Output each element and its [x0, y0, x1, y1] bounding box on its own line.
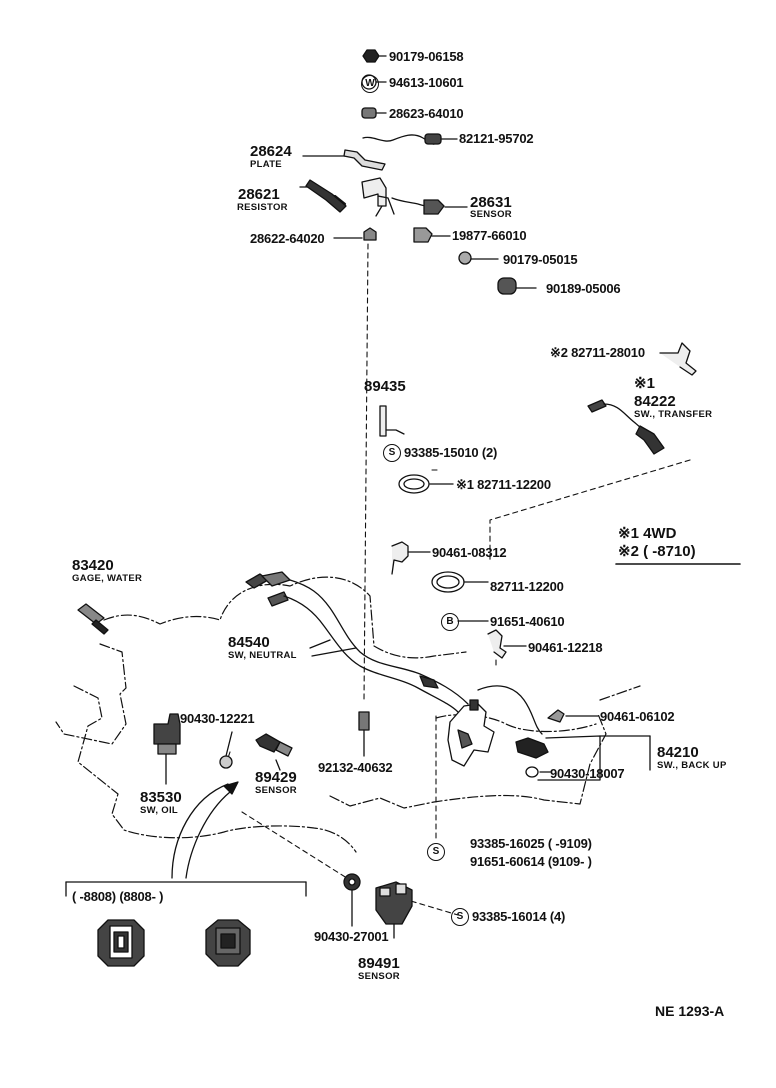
label-28631: 28631 [470, 194, 512, 211]
label-sw-transfer: SW., TRANSFER [634, 409, 713, 420]
label-92132-40632: 92132-40632 [318, 760, 393, 775]
legend-4wd: ※1 4WD [618, 525, 677, 542]
label-28624: 28624 [250, 143, 292, 160]
label-90430-27001: 90430-27001 [314, 929, 389, 944]
label-28622-64020: 28622-64020 [250, 231, 325, 246]
connector-old-icon [97, 919, 145, 967]
sensor-89491-icon [375, 881, 413, 939]
label-84540: 84540 [228, 634, 270, 651]
bolt-b-symbol: B [441, 613, 459, 631]
washer-90430-12221-icon [219, 731, 233, 769]
nut-90179-05015-icon [458, 251, 499, 265]
plate-28624-icon [302, 149, 386, 171]
label-89491: 89491 [358, 955, 400, 972]
label-sensor-89491: SENSOR [358, 971, 400, 982]
clip-19877-66010-icon [413, 227, 451, 243]
screw-s-symbol-2: S [427, 843, 445, 861]
leader-lines [227, 243, 691, 916]
label-90461-08312: 90461-08312 [432, 545, 507, 560]
label-90179-06158: 90179-06158 [389, 49, 464, 64]
resistor-28621-icon [299, 179, 347, 213]
label-gage-water: GAGE, WATER [72, 573, 143, 584]
transfer-switch-84222-icon [587, 399, 665, 455]
label-sw-back-up: SW., BACK UP [657, 760, 727, 771]
neutral-switch-84540-icon [245, 571, 469, 713]
clamp-82711-28010-icon [659, 342, 697, 376]
washer-90430-27001-icon [343, 873, 361, 927]
label-94613-10601: 94613-10601 [389, 75, 464, 90]
label-90430-12221: 90430-12221 [180, 711, 255, 726]
label-sw-oil: SW, OIL [140, 805, 178, 816]
label-89429: 89429 [255, 769, 297, 786]
stud-92132-40632-icon [358, 711, 370, 757]
grommet-28623-64010-icon [361, 107, 387, 119]
oil-switch-83530-icon [153, 713, 181, 785]
nut-90179-06158-icon [362, 49, 387, 63]
label-sensor-89429: SENSOR [255, 785, 297, 796]
label-resistor: RESISTOR [237, 202, 288, 213]
label-82711-28010: ※2 82711-28010 [550, 345, 645, 360]
collar-90189-05006-icon [497, 277, 537, 295]
label-plate: PLATE [250, 159, 282, 170]
label-91651-60614: 91651-60614 (9109- ) [470, 854, 592, 869]
clamp-82711-12200-x1-icon [398, 474, 454, 494]
screw-s-symbol-3: S [451, 908, 469, 926]
label-84210: 84210 [657, 744, 699, 761]
label-89435: 89435 [364, 378, 406, 395]
connector-new-icon [205, 919, 251, 967]
label-28623-64010: 28623-64010 [389, 106, 464, 121]
label-sensor-28631: SENSOR [470, 209, 512, 220]
label-82711-12200: 82711-12200 [490, 579, 564, 594]
label-28621: 28621 [238, 186, 280, 203]
sensor-28631-icon [361, 177, 468, 217]
engine-outline [55, 576, 641, 853]
label-date-box: ( -8808) (8808- ) [72, 889, 164, 904]
label-93385-16025: 93385-16025 ( -9109) [470, 836, 592, 851]
label-93385-15010: 93385-15010 (2) [404, 445, 498, 460]
backup-switch-84210-icon [515, 709, 651, 781]
washer-w-symbol: W [361, 75, 379, 93]
variant-box [65, 881, 307, 897]
transmission-case-icon [447, 685, 543, 767]
water-gage-83420-icon [77, 603, 109, 635]
clip-90461-08312-icon [391, 541, 431, 575]
label-sw-neutral: SW, NEUTRAL [228, 650, 297, 661]
label-90430-18007: 90430-18007 [550, 766, 625, 781]
label-19877-66010: 19877-66010 [452, 228, 527, 243]
legend-date: ※2 ( -8710) [618, 543, 696, 560]
label-83420: 83420 [72, 557, 114, 574]
label-82711-12200-x1: ※1 82711-12200 [456, 477, 551, 492]
label-90189-05006: 90189-05006 [546, 281, 621, 296]
screw-s-symbol-1: S [383, 444, 401, 462]
label-90461-06102: 90461-06102 [600, 709, 675, 724]
label-82121-95702: 82121-95702 [459, 131, 534, 146]
label-83530: 83530 [140, 789, 182, 806]
diagram-reference-code: NE 1293-A [655, 1003, 725, 1019]
bolt-28622-64020-icon [333, 227, 377, 241]
label-93385-16014: 93385-16014 (4) [472, 909, 566, 924]
label-90461-12218: 90461-12218 [528, 640, 603, 655]
pointer-arrow [171, 781, 239, 879]
sensor-89429-icon [255, 733, 293, 771]
label-84222: 84222 [634, 393, 676, 410]
wire-82121-95702-icon [362, 133, 458, 145]
clip-90461-12218-icon [487, 629, 527, 659]
label-91651-40610: 91651-40610 [490, 614, 565, 629]
bracket-89435-icon [379, 405, 405, 437]
label-90179-05015: 90179-05015 [503, 252, 578, 267]
label-note-x1: ※1 [634, 375, 655, 392]
clamp-82711-12200-icon [431, 571, 489, 593]
